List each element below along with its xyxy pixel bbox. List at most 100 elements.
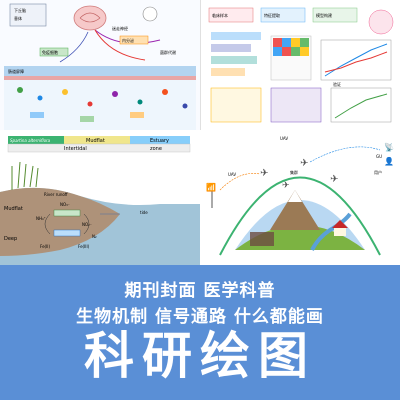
epithelium-layer — [4, 76, 196, 80]
heatmap-cell — [273, 38, 282, 47]
heatmap-cell — [300, 38, 309, 47]
uav-diagram: ✈ ✈ ✈ ✈ 📶 📡 👤 UAV UAV 集群 用户 GU — [200, 130, 400, 265]
p1-label: 菌群代谢 — [160, 49, 176, 55]
house-icon — [334, 228, 346, 236]
p2-label: 特征提取 — [264, 12, 280, 18]
label-box-1 — [39, 47, 69, 57]
uav-icon: ✈ — [260, 168, 268, 179]
heatmap-cell — [300, 47, 309, 56]
intertidal-bar — [7, 143, 191, 153]
p1-label: 内分泌 — [122, 37, 134, 43]
molecule-icon — [80, 116, 94, 122]
mechanism-diagram: 下丘脑 垂体 迷走神经 免疫细胞 内分泌 肠道屏障 菌群代谢 — [4, 3, 196, 130]
link-line — [219, 173, 261, 191]
p1-label: 下丘脑 — [14, 7, 26, 13]
p4-label: GU — [376, 154, 382, 159]
p3-label: N₂ — [92, 234, 97, 239]
zone-bar-saltmarsh — [8, 136, 64, 144]
house-roof-icon — [332, 220, 348, 228]
bacteria-icon — [37, 95, 43, 101]
p4-label: 集群 — [290, 169, 298, 175]
p2-label: 临床样本 — [212, 12, 228, 18]
intertidal-label: Intertidal — [64, 146, 87, 152]
p4-label: UAV — [228, 172, 236, 177]
inset-circle — [142, 6, 158, 22]
signal-path — [59, 31, 89, 63]
lumen — [4, 80, 196, 130]
data-bar — [211, 68, 245, 76]
workflow-box — [312, 7, 358, 23]
molecule-icon — [30, 112, 44, 118]
cycle-arrow — [83, 213, 90, 235]
farmland — [250, 232, 274, 246]
banner-title: 科研绘图 — [84, 327, 316, 385]
banner-tagline-2: 生物机制 信号通路 什么都能画 — [76, 307, 324, 327]
p1-label: 肠道屏障 — [8, 68, 24, 74]
p3-label: tide — [140, 210, 148, 215]
heatmap-cell — [273, 47, 282, 56]
intertidal-label: zone — [150, 146, 162, 152]
reed-icon — [17, 161, 21, 189]
river — [310, 212, 352, 251]
cycle-arrow — [44, 213, 51, 235]
p1-label: 垂体 — [14, 15, 22, 21]
plot-line — [324, 51, 388, 73]
p3-label: NH₄⁺ — [36, 216, 46, 221]
sediment — [0, 187, 120, 256]
mountain-icon — [270, 190, 320, 230]
heatmap-cell — [291, 47, 300, 56]
p4-label: UAV — [280, 136, 288, 141]
p3-label: Fe(II) — [40, 244, 50, 249]
heatmap-cell — [282, 47, 291, 56]
bacteria-icon — [162, 89, 168, 95]
label-box-2 — [119, 35, 149, 45]
sample-box — [210, 87, 262, 123]
reed-icon — [23, 163, 27, 188]
p3-label: NO₃⁻ — [60, 202, 70, 207]
plot-frame — [330, 87, 392, 123]
user-icon: 👤 — [384, 156, 394, 166]
intestinal-wall — [4, 66, 196, 76]
data-bar — [211, 32, 261, 40]
brain-icon — [73, 5, 107, 31]
legend-box — [9, 3, 47, 27]
banner-tagline-1: 期刊封面 医学科普 — [124, 281, 276, 301]
bacteria-icon — [62, 89, 68, 95]
p3-label: Mudflat — [4, 206, 23, 212]
mountain-snow — [288, 190, 302, 202]
bacteria-icon — [17, 87, 23, 93]
zone-bar-mudflat — [64, 136, 130, 144]
data-bar — [211, 44, 251, 52]
workflow-diagram-panel: 临床样本 特征提取 模型构建 验证 — [200, 0, 400, 130]
reed-icon — [35, 167, 39, 188]
p4-label: 用户 — [374, 169, 382, 175]
zone-label: Estuary — [150, 138, 169, 144]
molecule-icon — [130, 112, 144, 118]
workflow-box — [260, 7, 306, 23]
bacteria-icon — [182, 103, 188, 109]
uav-icon: ✈ — [300, 158, 308, 169]
process-box — [53, 229, 81, 237]
p1-label: 迷走神经 — [112, 25, 128, 31]
plot-line — [334, 93, 388, 119]
brain-fold — [79, 12, 101, 23]
bacteria-icon — [137, 99, 143, 105]
data-bar — [211, 56, 257, 64]
p3-label: Deep — [4, 236, 17, 242]
illustration-collage: 下丘脑 垂体 迷走神经 免疫细胞 内分泌 肠道屏障 菌群代谢 — [0, 0, 400, 265]
workflow-diagram: 临床样本 特征提取 模型构建 验证 — [208, 7, 394, 123]
workflow-box — [208, 7, 254, 23]
estuary-cycle-panel: Spartina alterniflora Mudflat Estuary In… — [0, 130, 200, 265]
link-line — [309, 146, 381, 163]
zone-bar-estuary — [130, 136, 190, 144]
zone-label: Mudflat — [86, 138, 105, 144]
process-box — [53, 209, 81, 217]
blood-path — [94, 29, 146, 61]
p2-label: 验证 — [333, 81, 341, 87]
p3-label: Fe(III) — [78, 244, 90, 249]
uav-icon: ✈ — [282, 181, 290, 191]
heatmap-cell — [282, 38, 291, 47]
p3-label: River runoff — [44, 192, 68, 197]
p1-label: 免疫细胞 — [42, 49, 58, 55]
